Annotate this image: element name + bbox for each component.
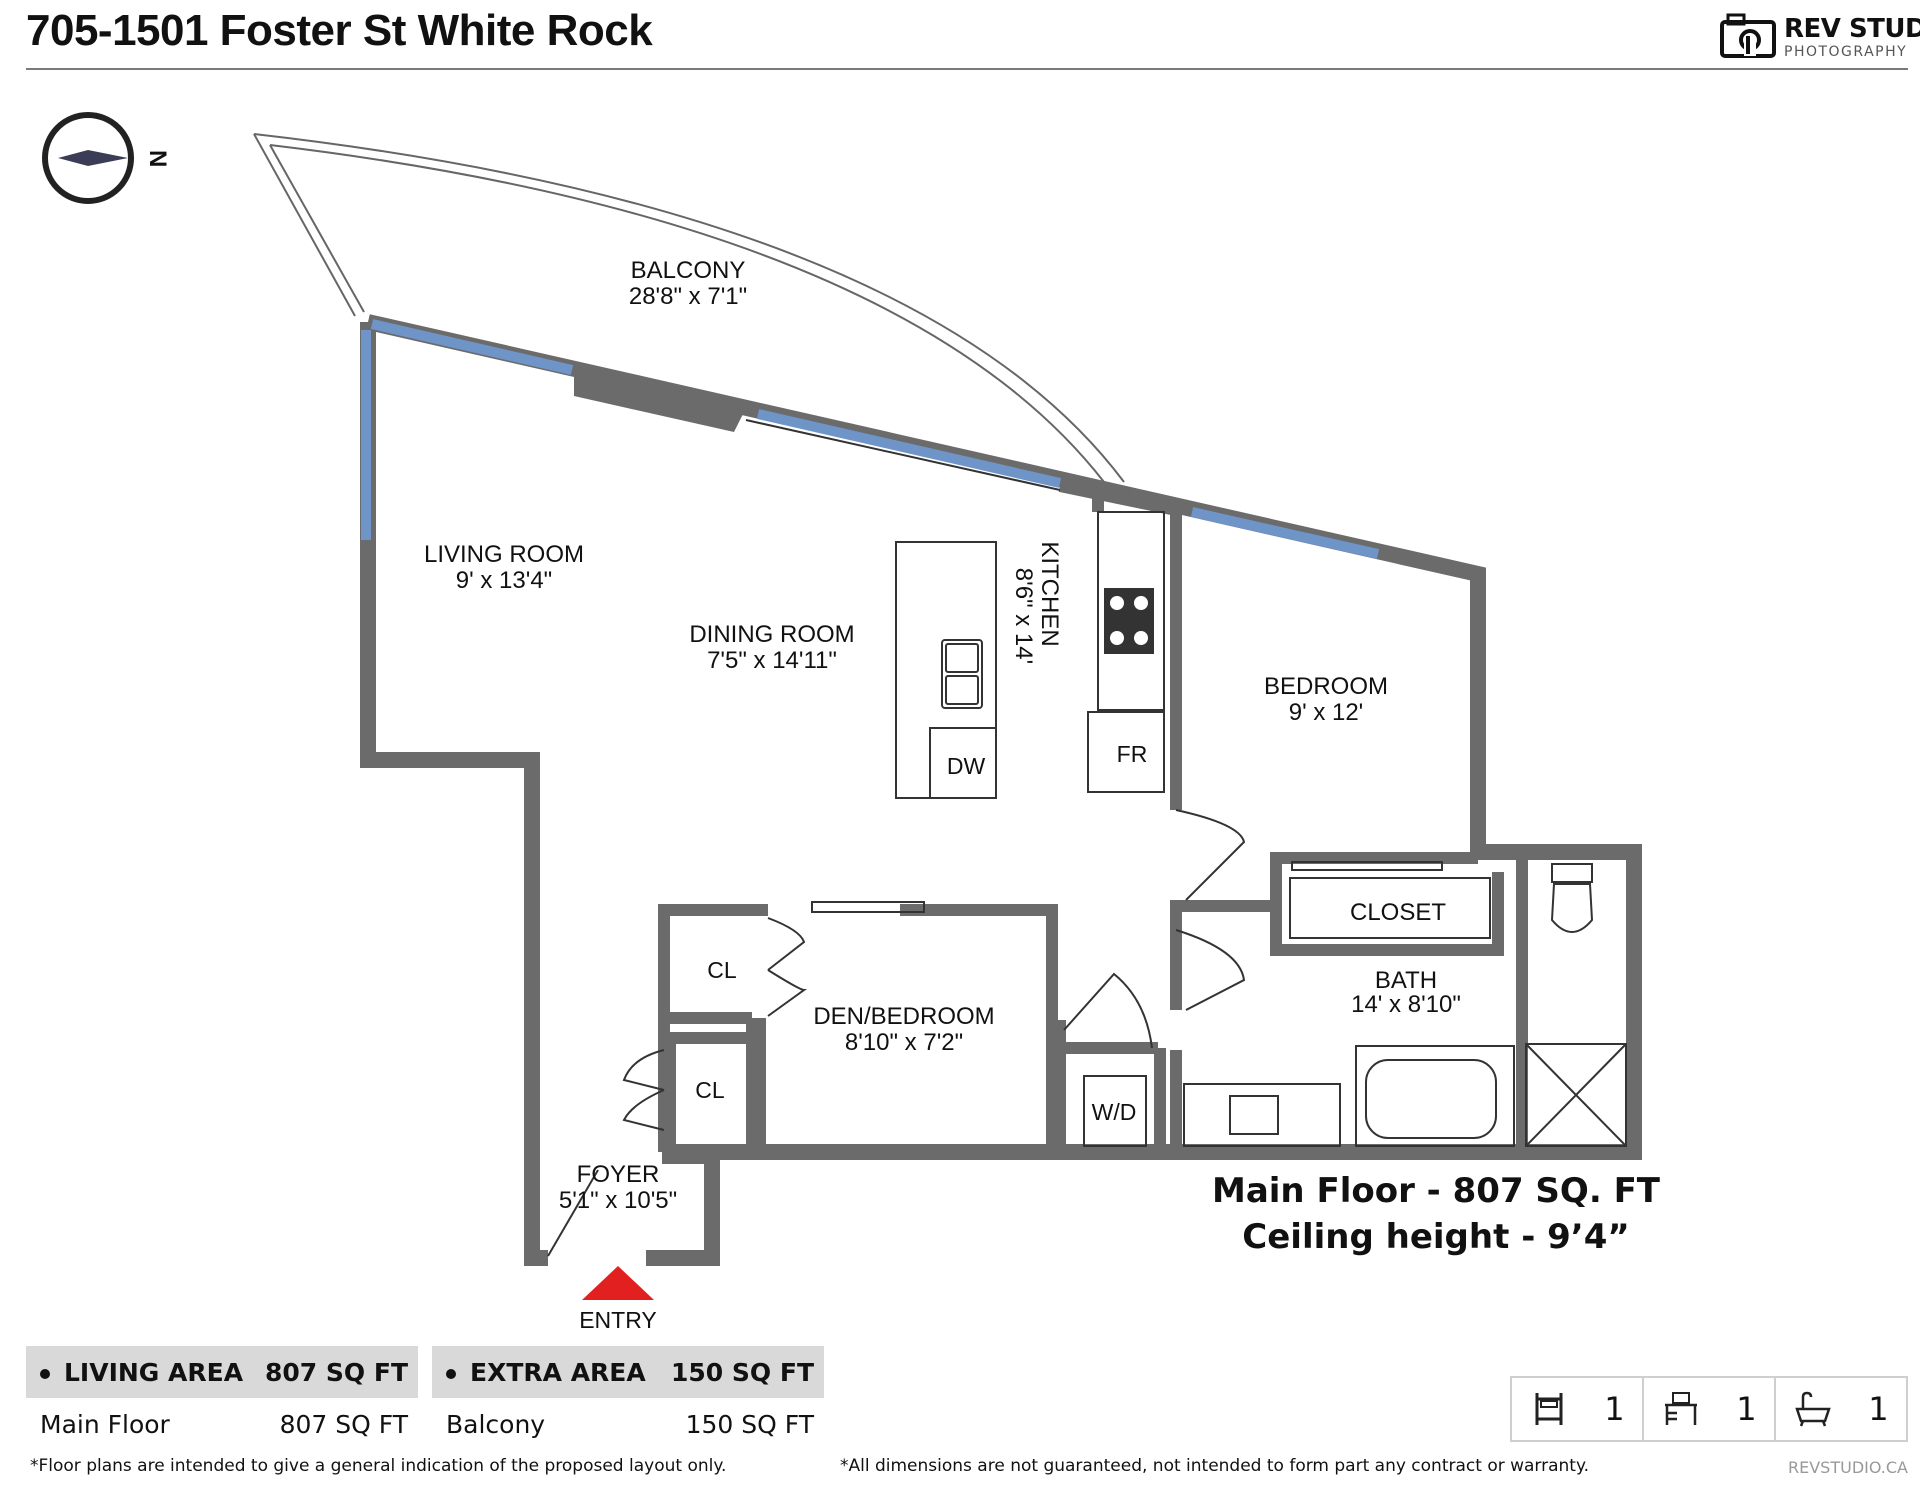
bedroom-name: BEDROOM xyxy=(1264,673,1388,700)
bath-count: 1 xyxy=(1868,1390,1889,1428)
logo-subtitle: PHOTOGRAPHY xyxy=(1784,44,1908,60)
closet-1-label: CL xyxy=(707,957,737,983)
bathtub-count-icon xyxy=(1795,1391,1832,1427)
footer-disclaimer-left: *Floor plans are intended to give a gene… xyxy=(30,1456,727,1476)
living-room-name: LIVING ROOM xyxy=(424,541,584,568)
closet-name: CLOSET xyxy=(1350,899,1446,926)
doors xyxy=(547,809,1246,1257)
living-area-label: LIVING AREA xyxy=(64,1357,244,1387)
interior-walls xyxy=(658,480,1528,1152)
floor-area-line: Main Floor - 807 SQ. FT xyxy=(1212,1171,1660,1211)
sliding-doors xyxy=(745,419,1443,913)
compass-north-label: N xyxy=(144,150,171,167)
bed-count-cell: 1 xyxy=(1512,1378,1644,1440)
cooktop-icon xyxy=(1104,588,1154,654)
living-area-table: LIVING AREA 807 SQ FT Main Floor 807 SQ … xyxy=(26,1346,418,1450)
shower-icon xyxy=(1525,1043,1627,1147)
compass-icon: N xyxy=(42,112,171,204)
entry-marker xyxy=(582,1266,654,1300)
header-divider xyxy=(26,68,1908,70)
extra-area-row-label: Balcony xyxy=(446,1409,546,1439)
footer-website: REVSTUDIO.CA xyxy=(1788,1458,1908,1477)
bath-count-cell: 1 xyxy=(1776,1378,1906,1440)
washer-dryer xyxy=(1083,1075,1147,1147)
camera-icon xyxy=(1720,13,1776,58)
desk-icon xyxy=(1665,1392,1698,1425)
living-area-total: 807 SQ FT xyxy=(265,1357,408,1387)
extra-area-label: EXTRA AREA xyxy=(470,1357,646,1387)
desk-count-cell: 1 xyxy=(1644,1378,1776,1440)
extra-area-row-value: 150 SQ FT xyxy=(685,1409,814,1439)
bathtub-icon xyxy=(1355,1045,1515,1147)
extra-area-total: 150 SQ FT xyxy=(671,1357,814,1387)
sink-icon xyxy=(941,639,983,709)
foyer-dims: 5'1" x 10'5" xyxy=(559,1187,677,1214)
ceiling-height-line: Ceiling height - 9’4” xyxy=(1242,1217,1630,1257)
listing-title: 705-1501 Foster St White Rock xyxy=(26,6,653,55)
bath-dims: 14' x 8'10" xyxy=(1351,991,1461,1018)
living-area-header: LIVING AREA 807 SQ FT xyxy=(26,1346,418,1398)
den-dims: 8'10" x 7'2" xyxy=(845,1029,963,1056)
balcony-dims: 28'8" x 7'1" xyxy=(629,283,747,310)
fridge xyxy=(1087,711,1165,793)
foyer-name: FOYER xyxy=(577,1161,660,1188)
dining-room-name: DINING ROOM xyxy=(689,621,854,648)
entry-label: ENTRY xyxy=(579,1307,657,1333)
vanity-sink-icon xyxy=(1183,1083,1341,1147)
dishwasher xyxy=(929,727,997,799)
living-area-row-value: 807 SQ FT xyxy=(279,1409,408,1439)
extra-area-header: EXTRA AREA 150 SQ FT xyxy=(432,1346,824,1398)
bedroom-dims: 9' x 12' xyxy=(1289,699,1364,726)
toilet-icon xyxy=(1550,863,1594,933)
living-area-row-label: Main Floor xyxy=(40,1409,170,1439)
extra-area-table: EXTRA AREA 150 SQ FT Balcony 150 SQ FT xyxy=(432,1346,824,1450)
kitchen-counter xyxy=(1097,511,1165,711)
balcony-name: BALCONY xyxy=(631,257,746,284)
dining-room-dims: 7'5" x 14'11" xyxy=(707,647,837,674)
rev-studio-logo: REV STUDIO PHOTOGRAPHY xyxy=(1720,12,1920,62)
fridge-label: FR xyxy=(1117,741,1148,767)
bath-name: BATH xyxy=(1375,967,1437,994)
floor-plan: N xyxy=(42,112,1642,1333)
balcony-outline xyxy=(253,133,1125,483)
washer-dryer-label: W/D xyxy=(1092,1099,1137,1125)
kitchen-dims: 8'6" x 14' xyxy=(1010,568,1037,664)
extra-area-row: Balcony 150 SQ FT xyxy=(432,1398,824,1450)
bed-icon xyxy=(1535,1393,1563,1425)
closet-2-label: CL xyxy=(695,1077,725,1103)
logo-brand: REV STUDIO xyxy=(1784,14,1920,44)
dishwasher-label: DW xyxy=(947,753,986,779)
windows xyxy=(361,319,1380,559)
closet-shelf xyxy=(1289,877,1491,939)
floor-summary: Main Floor - 807 SQ. FT Ceiling height -… xyxy=(1212,1168,1660,1260)
room-counts: 1 1 1 xyxy=(1510,1376,1908,1442)
bed-count: 1 xyxy=(1604,1390,1625,1428)
exterior-walls xyxy=(360,314,1642,1266)
kitchen-name: KITCHEN xyxy=(1036,541,1063,646)
footer-disclaimer-right: *All dimensions are not guaranteed, not … xyxy=(840,1456,1590,1476)
structural-column xyxy=(574,366,746,432)
den-name: DEN/BEDROOM xyxy=(813,1003,994,1030)
desk-count: 1 xyxy=(1736,1390,1757,1428)
living-room-dims: 9' x 13'4" xyxy=(456,567,552,594)
living-area-row: Main Floor 807 SQ FT xyxy=(26,1398,418,1450)
